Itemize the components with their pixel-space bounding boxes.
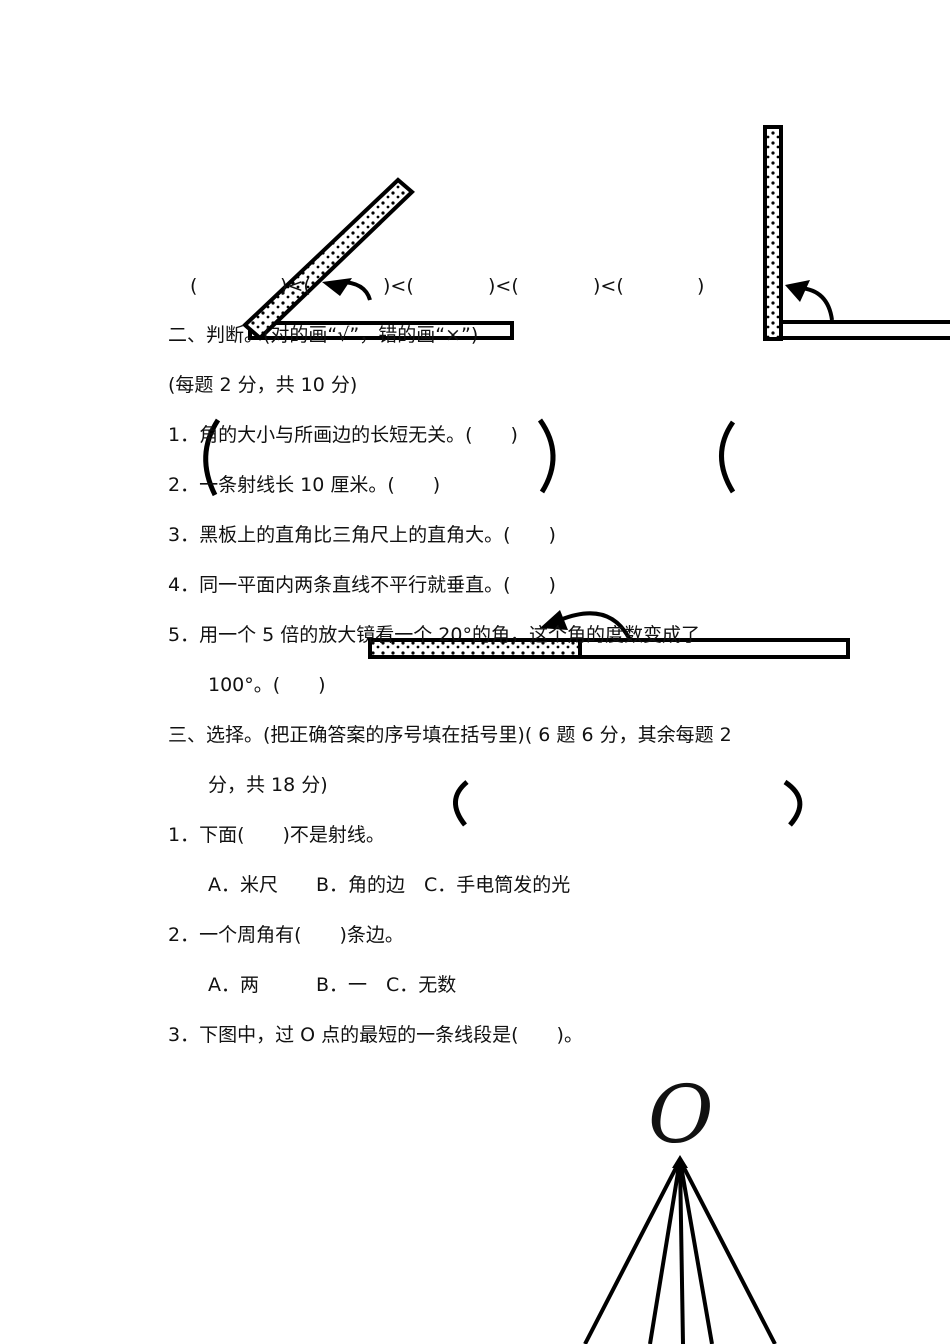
choice-q3: 3．下图中，过 O 点的最短的一条线段是( )。 — [168, 1024, 583, 1046]
right-angle-figure — [763, 125, 950, 341]
straight-angle-figure — [368, 610, 850, 659]
judge-item-4: 4．同一平面内两条直线不平行就垂直。( ) — [168, 574, 556, 596]
judge-item-2: 2．一条射线长 10 厘米。( ) — [168, 474, 441, 496]
choice-q1: 1．下面( )不是射线。 — [168, 824, 385, 846]
compare-paren-2: )<( — [280, 275, 311, 297]
section2-title: 二、判断。(对的画“√”，错的画“×”) — [168, 324, 479, 346]
choice-q2: 2．一个周角有( )条边。 — [168, 924, 404, 946]
section3-title-cont: 分，共 18 分) — [208, 774, 328, 796]
compare-paren-1: ( — [190, 275, 198, 297]
judge-item-1: 1．角的大小与所画边的长短无关。( ) — [168, 424, 518, 446]
judge-item-5-cont: 100°。( ) — [208, 674, 326, 696]
acute-angle-figure — [242, 177, 514, 341]
choice-q2-options: A．两 B．一 C．无数 — [208, 974, 457, 996]
compare-paren-3: )<( — [383, 275, 414, 297]
judge-item-3: 3．黑板上的直角比三角尺上的直角大。( ) — [168, 524, 556, 546]
choice-q1-options: A．米尺 B．角的边 C．手电筒发的光 — [208, 874, 571, 896]
section2-subtitle: (每题 2 分，共 10 分) — [168, 374, 358, 396]
compare-paren-5: )<( — [593, 275, 624, 297]
large-parentheses — [203, 418, 803, 827]
judge-item-5: 5．用一个 5 倍的放大镜看一个 20°的角，这个角的度数变成了 — [168, 624, 700, 646]
lines-from-point-o — [583, 1159, 777, 1344]
point-o-label: O — [648, 1068, 714, 1161]
compare-paren-4: )<( — [488, 275, 519, 297]
section3-title: 三、选择。(把正确答案的序号填在括号里)( 6 题 6 分，其余每题 2 — [168, 724, 732, 746]
compare-paren-6: ) — [697, 275, 705, 297]
